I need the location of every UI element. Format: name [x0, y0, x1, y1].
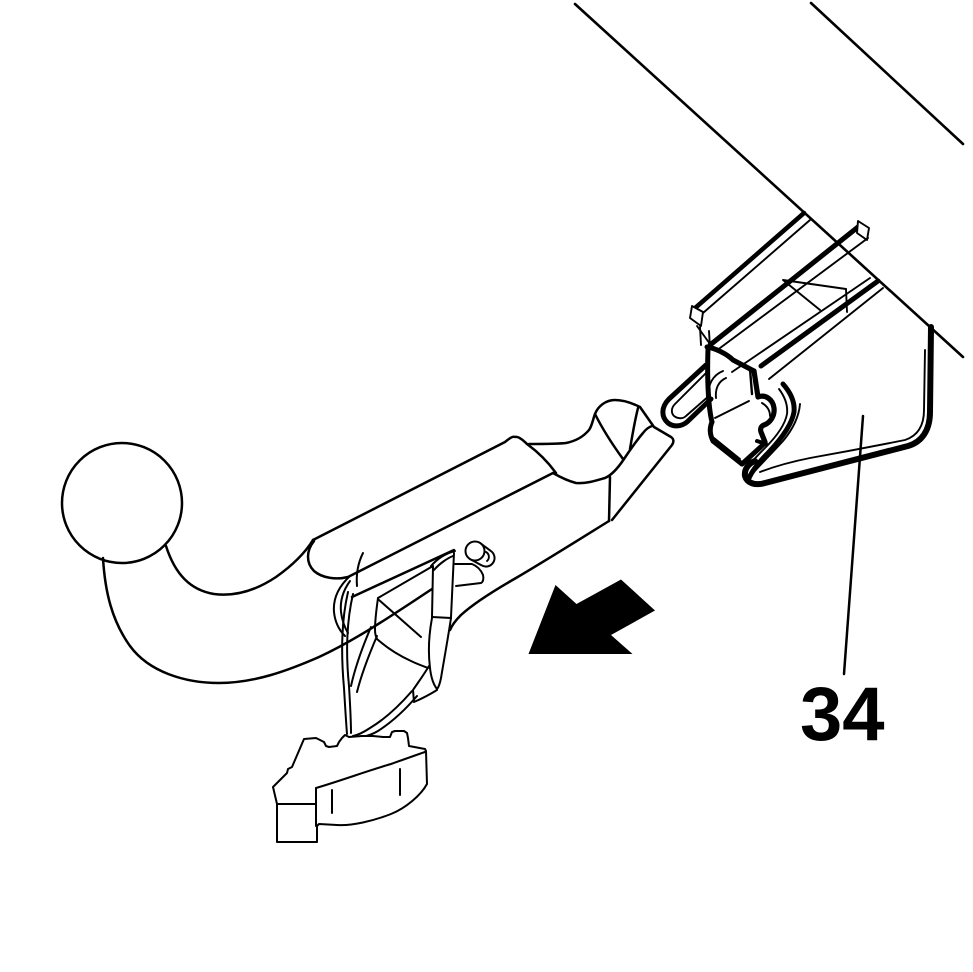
svg-text:34: 34 — [800, 672, 885, 757]
